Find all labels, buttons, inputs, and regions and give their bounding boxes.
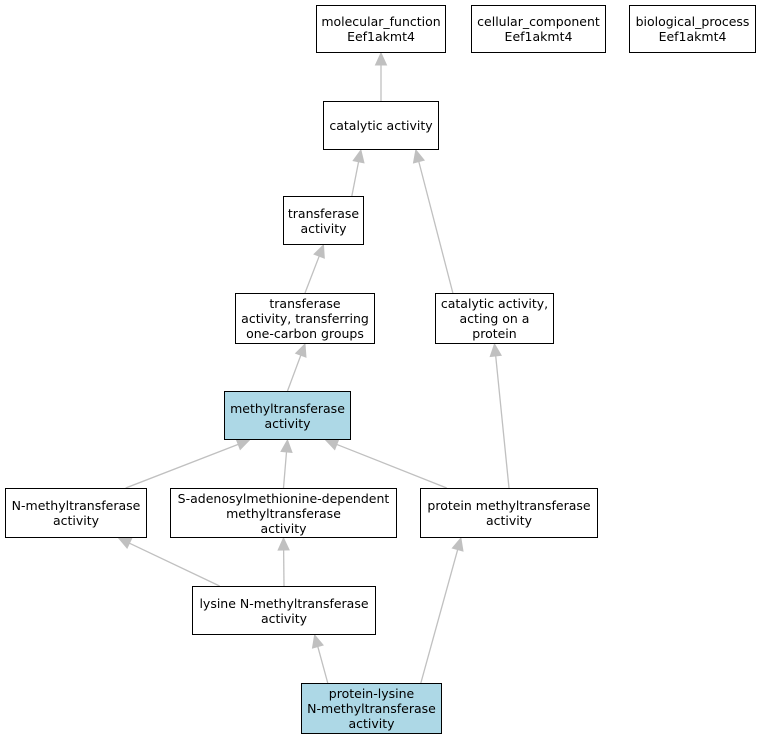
edge-catprot-to-cat [418, 161, 454, 294]
node-label: cellular_component Eef1akmt4 [477, 14, 600, 44]
arrowhead-pmt-to-mt [324, 438, 340, 451]
node-label: lysine N-methyltransferase activity [199, 595, 369, 626]
node-cellular-component[interactable]: cellular_component Eef1akmt4 [471, 5, 606, 53]
node-protein-methyltransferase[interactable]: protein methyltransferase activity [420, 488, 598, 538]
node-catalytic-activity-protein[interactable]: catalytic activity, acting on a protein [435, 293, 554, 344]
node-lysine-n-methyltransferase[interactable]: lysine N-methyltransferase activity [192, 586, 376, 635]
edge-trans1c-to-trans [304, 255, 320, 294]
edge-lys-to-nmt [129, 542, 220, 587]
arrowhead-trans1c-to-trans [313, 243, 325, 259]
arrowhead-nmt-to-mt [235, 438, 251, 451]
edge-sam-to-mt [282, 451, 288, 489]
edge-plys-to-lys [317, 646, 329, 684]
node-label: transferase activity [287, 205, 360, 236]
edge-nmt-to-mt [125, 443, 239, 489]
node-protein-lysine-n-methyltransferase[interactable]: protein-lysine N-methyltransferase activ… [301, 683, 442, 734]
arrowhead-lys-to-sam [277, 536, 290, 551]
arrowhead-mt-to-trans1c [294, 342, 307, 358]
arrowhead-catprot-to-cat [412, 148, 426, 164]
arrowhead-sam-to-mt [280, 438, 293, 453]
node-label: catalytic activity, acting on a protein [440, 296, 549, 341]
edge-mt-to-trans1c [286, 355, 302, 392]
arrowhead-cat-to-mf [374, 51, 388, 66]
node-label: protein-lysine N-methyltransferase activ… [307, 686, 436, 731]
node-label: protein methyltransferase activity [427, 498, 591, 528]
edge-plys-to-pmt [420, 549, 459, 684]
node-methyltransferase-activity[interactable]: methyltransferase activity [224, 391, 351, 440]
edge-pmt-to-mt [336, 443, 447, 489]
node-label: N-methyltransferase activity [11, 498, 141, 528]
node-transferase-activity[interactable]: transferase activity [283, 196, 364, 245]
node-catalytic-activity[interactable]: catalytic activity [323, 101, 439, 150]
node-transferase-one-carbon[interactable]: transferase activity, transferring one-c… [235, 293, 375, 344]
node-label: biological_process Eef1akmt4 [635, 14, 750, 44]
node-molecular-function[interactable]: molecular_function Eef1akmt4 [316, 5, 446, 53]
arrowhead-plys-to-pmt [451, 536, 464, 552]
node-label: catalytic activity [329, 118, 433, 133]
node-biological-process[interactable]: biological_process Eef1akmt4 [629, 5, 756, 53]
arrowhead-plys-to-lys [311, 633, 324, 649]
node-label: molecular_function Eef1akmt4 [321, 14, 441, 44]
edge-trans-to-cat [351, 161, 360, 197]
node-label: methyltransferase activity [230, 400, 345, 431]
arrowhead-trans-to-cat [352, 148, 365, 164]
node-label: S-adenosylmethionine-dependent methyltra… [177, 490, 390, 536]
node-n-methyltransferase[interactable]: N-methyltransferase activity [5, 488, 147, 538]
node-sam-dependent-methyltransferase[interactable]: S-adenosylmethionine-dependent methyltra… [170, 488, 397, 538]
edge-pmt-to-catprot [495, 355, 510, 489]
arrowhead-lys-to-nmt [117, 537, 133, 550]
arrowhead-pmt-to-catprot [489, 342, 502, 358]
node-label: transferase activity, transferring one-c… [241, 296, 369, 341]
